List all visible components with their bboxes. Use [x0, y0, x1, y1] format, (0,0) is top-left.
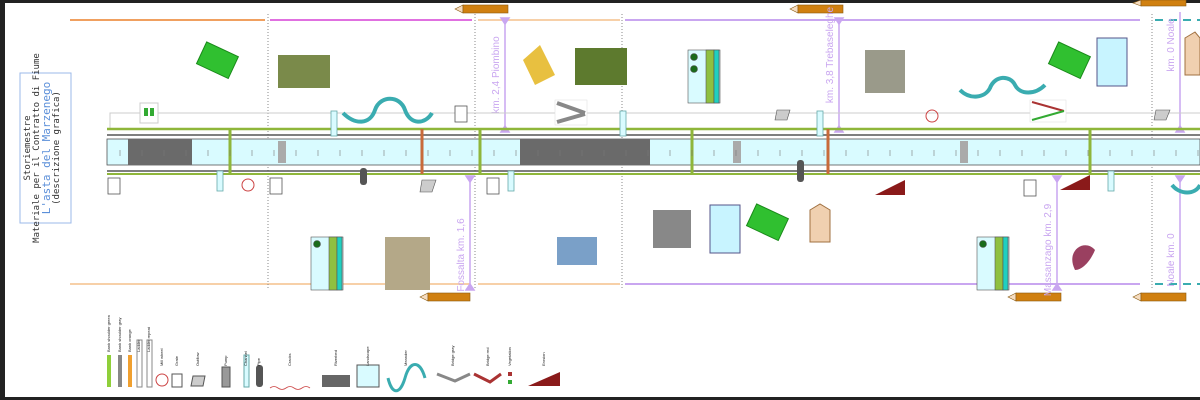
title-line2: Materiale per il Contratto di Fiume [32, 53, 42, 243]
legend-label: Cracks [287, 354, 292, 366]
title-line3: L'asta del Marzenego [40, 82, 53, 214]
arrow-tag [454, 4, 509, 14]
direction-arrows [419, 0, 1187, 302]
km-label-trebaseleghe: km. 3,8 Trebaseleghe [825, 6, 836, 103]
grate-icon [107, 105, 1037, 197]
legend-label: Channel [243, 351, 248, 366]
legend-label: Outflow [195, 352, 200, 366]
radicchio-icon [1072, 245, 1095, 270]
km-label-noale-top: km. 0 Noale [1166, 18, 1177, 72]
photo-flowers [575, 48, 627, 85]
photos [278, 45, 1095, 290]
legend-label: Ladder repeat [146, 326, 151, 352]
title-box: Storiemestre Materiale per il Contratto … [19, 53, 72, 243]
legend-label: Erosion [541, 352, 546, 366]
legend-label: Pipe [256, 357, 261, 366]
mill-wheel-icon [241, 109, 939, 192]
arrow-tag [789, 4, 844, 14]
legend-label: Bank shoulder green [106, 315, 111, 352]
legend-label: Bank orange [127, 329, 132, 352]
legend-label: Bridge red [485, 348, 490, 366]
photo-wetland [653, 210, 691, 248]
legend-label: Bridge gray [450, 346, 455, 366]
legend-label: Vegetation [507, 347, 512, 366]
legend-label: Mill wheel [159, 348, 164, 366]
vegetation-icon [139, 102, 159, 124]
outflow-icon [419, 109, 1171, 193]
legend-label: Ladder [136, 339, 141, 352]
landscape-icons [310, 49, 1010, 291]
erosion-icon [875, 175, 1090, 195]
title-line4: (descrizione grafica) [52, 91, 62, 205]
sports-field-icon [195, 41, 1092, 242]
photo-wetland [865, 50, 905, 93]
km-markers [464, 12, 1186, 291]
hut-icon [809, 31, 1200, 243]
meander-icon [341, 75, 1200, 195]
bridge-icon [554, 99, 1067, 126]
legend-label: Landscape [365, 346, 370, 366]
photo-field [557, 237, 597, 265]
km-label-piombino: km. 2,4 Piombino [491, 36, 502, 114]
river-channel [106, 127, 1200, 175]
arrow-tag [1132, 0, 1187, 7]
photo-dry-soil [385, 237, 430, 290]
corn-icon [523, 45, 555, 85]
basin-icon [709, 37, 1128, 254]
legend [107, 339, 560, 393]
legend-label: Grate [174, 355, 179, 366]
side-channels [216, 110, 1115, 192]
title-line1: Storiemestre [23, 115, 33, 180]
legend-label: Riverbed [333, 350, 338, 366]
legend-label: Bank shoulder gray [117, 318, 122, 352]
pipe-icon [360, 160, 804, 185]
legend-label: Pump [223, 355, 228, 366]
photo-flowers [278, 55, 330, 88]
arrow-tag [1132, 292, 1187, 302]
km-label-fossalta: Fossalta km. 1,6 [456, 218, 467, 292]
road-outline [109, 112, 1200, 130]
km-label-noale-bottom: Noale km. 0 [1166, 233, 1177, 287]
legend-label: Meander [403, 350, 408, 366]
km-label-massanzago: Massanzago km. 2,9 [1043, 203, 1054, 296]
arrow-tag [1007, 292, 1062, 302]
arrow-tag [419, 292, 471, 302]
